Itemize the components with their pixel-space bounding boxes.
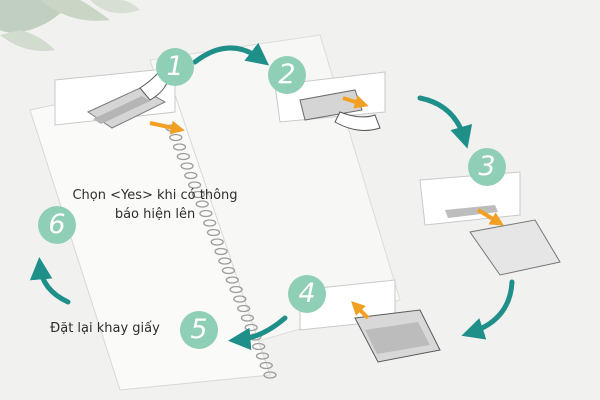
spiral-ring (252, 342, 266, 351)
step-4-badge: 4 (288, 275, 326, 313)
step-3-badge: 3 (468, 148, 506, 186)
spiral-ring (233, 295, 247, 303)
spiral-ring (199, 209, 213, 218)
spiral-ring (210, 238, 224, 246)
spiral-ring (169, 133, 183, 142)
step-1-badge: 1 (156, 48, 194, 86)
spiral-ring (255, 352, 270, 360)
spiral-ring (187, 181, 202, 189)
slide-arrow (342, 95, 369, 109)
spiral-ring (203, 219, 217, 227)
slide-arrow (351, 301, 370, 320)
spiral-ring (184, 171, 198, 180)
step-5-caption: Đặt lại khay giấy (50, 321, 160, 336)
spiral-ring (176, 152, 190, 161)
spiral-ring (240, 314, 255, 322)
spiral-ring (172, 143, 187, 151)
hand-icon (334, 111, 381, 131)
step-6-badge: 6 (38, 206, 76, 244)
step-6-caption: Chọn <Yes> khi có thông báo hiện lên (72, 188, 238, 222)
flow-arrow-3-4 (461, 279, 515, 340)
step-5-badge: 5 (180, 311, 218, 349)
slide-arrow (149, 120, 185, 135)
printer-tray-illustration-3 (419, 171, 561, 276)
spiral-ring (195, 200, 209, 208)
spiral-ring (225, 276, 239, 284)
spiral-ring (236, 304, 251, 313)
flow-arrow-4-5 (228, 315, 288, 351)
spiral-ring (259, 361, 273, 370)
flow-arrow-1-2 (192, 42, 270, 66)
spiral-ring (263, 371, 277, 379)
flow-arrows (29, 42, 515, 351)
printer-tray-illustration-4 (299, 279, 441, 363)
spiral-ring (218, 257, 232, 265)
flow-arrow-5-6 (29, 257, 71, 305)
plant-decoration (0, 0, 140, 51)
spiral-ring (229, 285, 243, 294)
spiral-ring (180, 162, 194, 170)
printer-tray-illustration-1 (54, 67, 185, 135)
paper-sheet-icon (469, 219, 561, 276)
slide-arrow (476, 208, 505, 226)
spiral-ring (214, 247, 228, 256)
spiral-ring (221, 266, 236, 275)
flow-arrow-2-3 (417, 95, 473, 149)
step-2-badge: 2 (268, 56, 306, 94)
spiral-ring (206, 228, 221, 237)
spiral-ring (191, 190, 206, 199)
